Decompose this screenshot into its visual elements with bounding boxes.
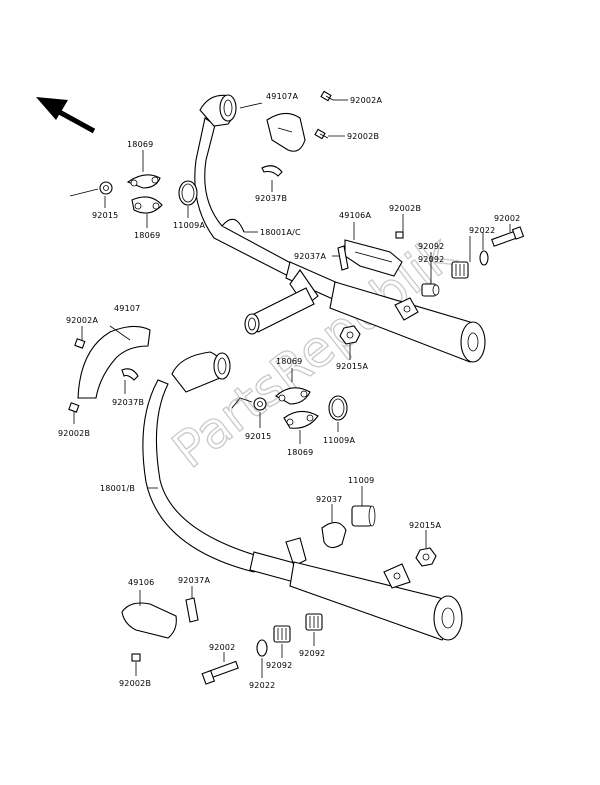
- clip-92037b-lower: [121, 368, 139, 381]
- part-label: 92002B: [389, 204, 421, 213]
- part-label: 49107: [114, 304, 140, 313]
- nut-92092-upper-a: [421, 283, 440, 297]
- part-labels: 18069 92015 18069 11009A 49107A 92002A 9…: [58, 92, 520, 690]
- heat-cover-49107a: [266, 112, 306, 152]
- nut-92015-lower: [231, 397, 267, 411]
- bolt-92002b-upper-right: [395, 231, 404, 239]
- part-label: 92092: [299, 649, 325, 658]
- gasket-11009a-upper: [178, 180, 198, 206]
- part-label: 18069: [276, 357, 302, 366]
- nut-92092-lower-a: [273, 625, 291, 643]
- washer-92022-upper: [479, 250, 489, 266]
- part-label: 92037: [316, 495, 342, 504]
- part-label: 92002B: [347, 132, 379, 141]
- bolt-92002b-lower: [131, 653, 141, 662]
- flange-18069-lower: [275, 387, 311, 405]
- leader-lines: [73, 99, 511, 678]
- bolt-92002b-lower-left: [68, 402, 80, 413]
- part-label: 92092: [418, 242, 444, 251]
- part-label: 92015A: [336, 362, 368, 371]
- part-label: 92015A: [409, 521, 441, 530]
- nut-92092-lower-b: [305, 613, 323, 631]
- part-label: 92002: [209, 643, 235, 652]
- part-label: 92015: [92, 211, 118, 220]
- collar-11009: [351, 505, 376, 527]
- part-label: 11009A: [323, 436, 355, 445]
- direction-arrow: [36, 97, 96, 134]
- bolt-92002-upper: [491, 226, 525, 247]
- part-label: 92037B: [112, 398, 144, 407]
- part-label: 92022: [249, 681, 275, 690]
- heat-cover-49107: [77, 325, 151, 399]
- flange-18069-lower-b: [283, 410, 319, 429]
- part-label: 18069: [134, 231, 160, 240]
- clip-92037a-upper: [337, 245, 349, 271]
- part-label: 11009A: [173, 221, 205, 230]
- part-label: 18001A/C: [260, 228, 301, 237]
- part-label: 92092: [418, 255, 444, 264]
- part-label: 92092: [266, 661, 292, 670]
- nut-92015a-upper: [339, 325, 361, 345]
- part-label: 92037B: [255, 194, 287, 203]
- part-label: 92002A: [66, 316, 98, 325]
- part-label: 11009: [348, 476, 374, 485]
- nut-92092-upper-b: [451, 261, 469, 279]
- part-label: 49106: [128, 578, 154, 587]
- part-label: 18069: [127, 140, 153, 149]
- bolt-92002a-upper: [320, 90, 334, 102]
- part-label: 92002B: [58, 429, 90, 438]
- part-label: 49107A: [266, 92, 298, 101]
- clip-92037a-lower: [185, 597, 199, 623]
- part-label: 92002: [494, 214, 520, 223]
- gasket-11009a-lower: [328, 395, 348, 421]
- nut-92015-upper: [69, 181, 113, 197]
- flange-18069-upper-b: [131, 196, 163, 214]
- part-label: 18069: [287, 448, 313, 457]
- part-label: 92015: [245, 432, 271, 441]
- part-label: 92022: [469, 226, 495, 235]
- nut-92015a-lower: [415, 547, 437, 567]
- part-label: 92002B: [119, 679, 151, 688]
- clamp-92037: [321, 521, 347, 549]
- bolt-92002a-lower: [74, 338, 86, 349]
- heat-cover-49106: [121, 602, 177, 639]
- bolt-92002b-upper: [314, 128, 329, 140]
- bolt-92002-lower: [201, 660, 239, 685]
- washer-92022-lower: [256, 639, 268, 657]
- lower-exhaust-pipe: [142, 351, 463, 641]
- flange-18069-upper: [126, 174, 161, 189]
- clip-92037b-upper: [261, 165, 283, 177]
- upper-exhaust-pipe: [194, 94, 486, 363]
- part-label: 92037A: [178, 576, 210, 585]
- part-label: 18001/B: [100, 484, 135, 493]
- part-label: 49106A: [339, 211, 371, 220]
- part-label: 92037A: [294, 252, 326, 261]
- part-label: 92002A: [350, 96, 382, 105]
